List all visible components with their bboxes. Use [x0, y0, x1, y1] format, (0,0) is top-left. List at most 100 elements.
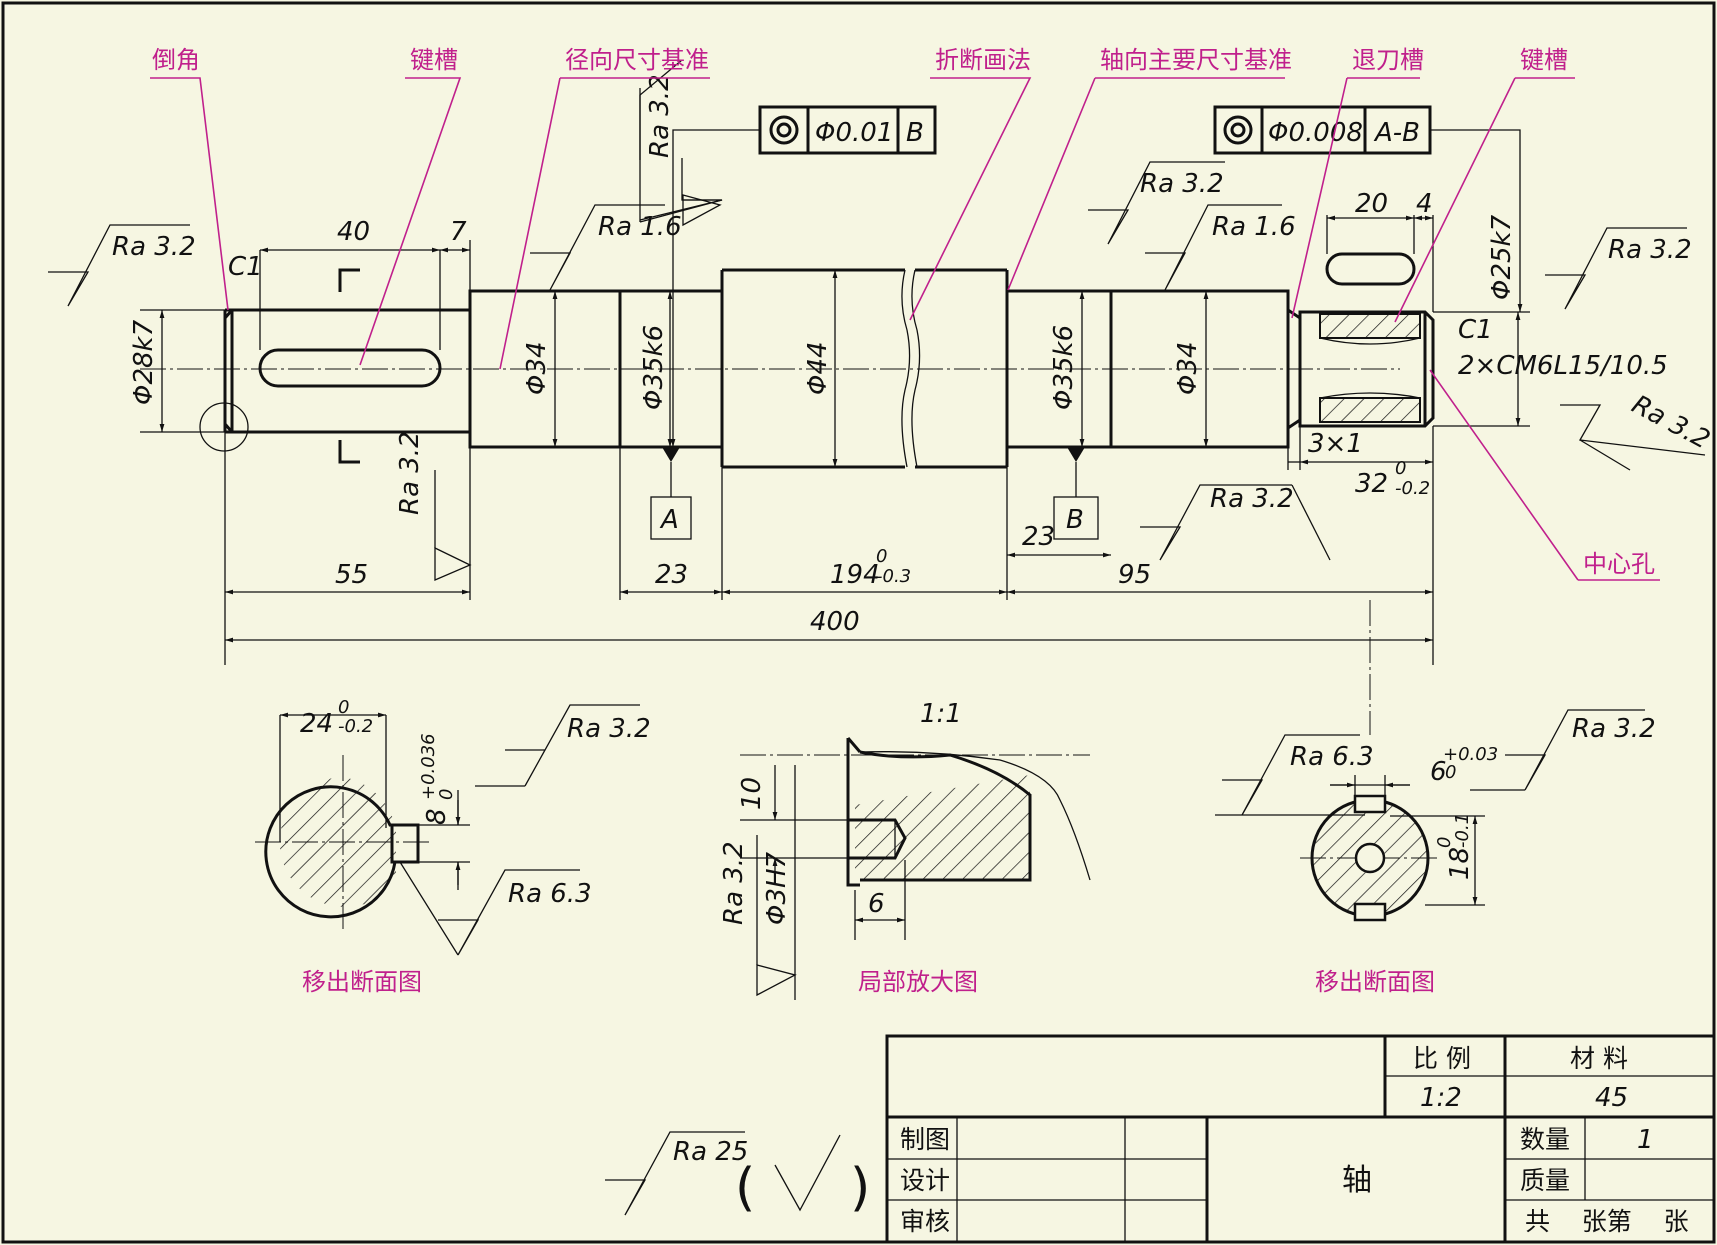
datum-a: A	[650, 447, 692, 540]
label-chamfer: 倒角	[152, 46, 200, 74]
label-radial-datum: 径向尺寸基准	[565, 46, 709, 74]
ra16-right: Ra 1.6	[1212, 212, 1296, 242]
dim-phi25k7: Φ25k7	[1487, 214, 1517, 300]
dim-18-tol: -0.1	[1452, 813, 1473, 848]
dim-6-keyway-tol: +0.03	[1443, 744, 1498, 765]
tb-material-value: 45	[1595, 1083, 1628, 1113]
label-detail-view: 局部放大图	[858, 968, 978, 996]
dim-20: 20	[1355, 189, 1388, 219]
ra32-right-top: Ra 3.2	[1608, 235, 1692, 265]
dim-400: 400	[810, 607, 860, 637]
dim-23-left: 23	[655, 560, 688, 590]
roughness-symbols: Ra 3.2 Ra 1.6 Ra 3.2 Ra 3.2 Ra 1.6 Ra 3.…	[48, 59, 1715, 581]
label-undercut: 退刀槽	[1352, 46, 1424, 74]
dim-phi35k6-right: Φ35k6	[1049, 325, 1079, 410]
label-keyway-right: 键槽	[1520, 46, 1568, 74]
section-right	[1215, 709, 1645, 922]
dim-23-right: 23	[1022, 522, 1055, 552]
title-block	[885, 1034, 1716, 1244]
ra32-undercut: Ra 3.2	[1210, 484, 1294, 514]
ra25-general: Ra 25	[673, 1137, 748, 1167]
tb-qty-value: 1	[1637, 1125, 1654, 1155]
dim-6-detail: 6	[868, 889, 885, 919]
dim-10: 10	[737, 777, 767, 810]
ra32-right-collar: Ra 3.2	[1140, 169, 1224, 199]
tolerance-2-value: Φ0.008	[1268, 118, 1363, 148]
tb-design-label: 设计	[900, 1166, 950, 1195]
tb-scale-value: 1:2	[1420, 1083, 1462, 1113]
datum-b-label: B	[1066, 505, 1084, 535]
dim-phi35k6-left: Φ35k6	[639, 325, 669, 410]
label-section-left: 移出断面图	[302, 968, 422, 996]
paren-open: (	[735, 1158, 755, 1218]
dim-24: 24	[300, 709, 333, 739]
dim-phi28k7: Φ28k7	[129, 319, 159, 405]
dim-7: 7	[450, 217, 467, 247]
tb-mass-label: 质量	[1520, 1166, 1570, 1195]
ra32-shoulder-vertical: Ra 3.2	[395, 431, 425, 515]
dim-8-tol: +0.036	[418, 733, 439, 800]
tb-qty-label: 数量	[1520, 1125, 1570, 1154]
ra32-top-vertical: Ra 3.2	[645, 74, 675, 158]
dim-95: 95	[1118, 560, 1151, 590]
tolerance-2-datum: A-B	[1373, 118, 1420, 148]
label-axial-datum: 轴向主要尺寸基准	[1100, 46, 1292, 74]
general-roughness: Ra 25 ( )	[605, 1131, 870, 1218]
tb-sheets-label: 共 张第 张	[1525, 1207, 1689, 1236]
tb-drawn-label: 制图	[900, 1125, 950, 1154]
ra63-section-left: Ra 6.3	[508, 879, 592, 909]
label-section-right: 移出断面图	[1315, 968, 1435, 996]
dim-24-tol-up: 0	[338, 697, 349, 718]
ra32-detail: Ra 3.2	[719, 841, 749, 925]
dim-c1-left: C1	[228, 252, 263, 282]
dim-6-keyway: 6	[1430, 757, 1447, 787]
shaft-main-view	[140, 215, 1530, 735]
ra63-section-right: Ra 6.3	[1290, 742, 1374, 772]
dim-194: 194	[830, 560, 880, 590]
annotation-labels: 倒角 键槽 径向尺寸基准 折断画法 轴向主要尺寸基准 退刀槽 键槽 中心孔	[150, 46, 1660, 581]
tolerance-1-datum: B	[906, 118, 924, 148]
dim-6-keyway-tol-low: 0	[1445, 762, 1456, 783]
datum-b: B	[1053, 447, 1099, 540]
dim-40: 40	[337, 217, 370, 247]
dim-3x1: 3×1	[1308, 429, 1363, 459]
tb-scale-label: 比 例	[1413, 1044, 1471, 1073]
ra32-section-right: Ra 3.2	[1572, 714, 1656, 744]
tb-material-label: 材 料	[1570, 1044, 1628, 1073]
tolerance-frame-2: Φ0.008 A-B	[1213, 105, 1523, 312]
dim-8-tol-low: 0	[436, 789, 457, 800]
dim-18-tol-up: 0	[1434, 837, 1455, 848]
label-center-hole: 中心孔	[1583, 550, 1655, 578]
ra32-section-left: Ra 3.2	[567, 714, 651, 744]
tb-part-name: 轴	[1342, 1163, 1372, 1198]
label-keyway-left: 键槽	[410, 46, 458, 74]
dim-32-tol: -0.2	[1395, 478, 1430, 499]
dim-4: 4	[1416, 189, 1433, 219]
tolerance-frame-1: Φ0.01 B	[670, 105, 937, 447]
dim-32: 32	[1355, 469, 1388, 499]
paren-close: )	[850, 1158, 870, 1218]
dim-phi44: Φ44	[803, 341, 833, 395]
dim-18: 18	[1445, 847, 1475, 880]
dim-194-tol-up: 0	[876, 546, 887, 567]
tolerance-1-value: Φ0.01	[815, 118, 893, 148]
detail-view	[740, 737, 1091, 1000]
dim-center-hole-spec: 2×CM6L15/10.5	[1458, 351, 1668, 381]
dim-194-tol: -0.3	[876, 566, 911, 587]
ra32-left-end: Ra 3.2	[112, 232, 196, 262]
dim-8: 8	[422, 808, 452, 825]
dim-32-tol-up: 0	[1395, 458, 1406, 479]
datum-a-label: A	[659, 505, 679, 535]
dim-phi3h7: Φ3H7	[762, 851, 792, 925]
detail-scale: 1:1	[920, 699, 962, 729]
tb-review-label: 审核	[900, 1207, 950, 1236]
dim-55: 55	[335, 560, 368, 590]
dim-c1-right: C1	[1458, 315, 1493, 345]
dim-24-tol: -0.2	[338, 716, 373, 737]
label-break-method: 折断画法	[935, 46, 1031, 74]
ra32-right-end: Ra 3.2	[1627, 390, 1715, 456]
section-left	[255, 704, 640, 956]
dim-phi34-left: Φ34	[522, 341, 552, 395]
